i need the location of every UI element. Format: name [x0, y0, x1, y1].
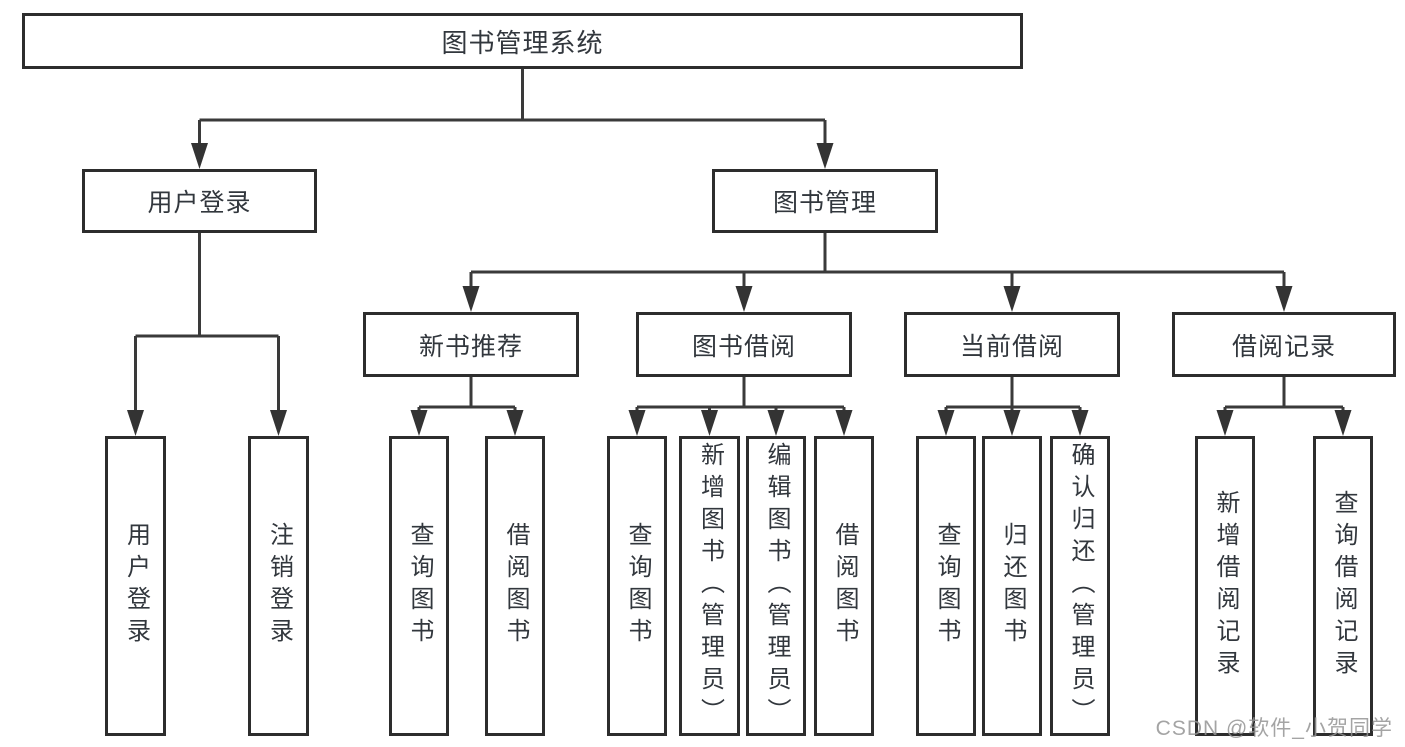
node-library-system-label: 图书管理系统 [441, 27, 604, 58]
leaf-borrow-book-1: 借阅图书 [485, 436, 545, 736]
node-borrow-record-label: 借阅记录 [1231, 332, 1336, 361]
leaf-add-book-admin-label: 新增图书（管理员） [696, 442, 724, 730]
leaf-edit-book-admin: 编辑图书（管理员） [746, 436, 806, 736]
leaf-logout: 注销登录 [248, 436, 309, 736]
connector-root-to-level2 [198, 69, 827, 150]
connector-book-borrow-children [635, 377, 846, 417]
arrowheads [127, 143, 1352, 436]
leaf-borrow-book-1-label: 借阅图书 [502, 522, 529, 650]
node-current-borrow-label: 当前借阅 [959, 332, 1064, 361]
connector-new-rec-children [417, 377, 517, 417]
leaf-borrow-book-2-label: 借阅图书 [831, 522, 858, 650]
node-library-system: 图书管理系统 [22, 13, 1023, 69]
leaf-query-book-3: 查询图书 [916, 436, 976, 736]
leaf-borrow-book-2: 借阅图书 [814, 436, 874, 736]
leaf-confirm-return-admin: 确认归还（管理员） [1050, 436, 1110, 736]
leaf-add-borrow-record: 新增借阅记录 [1195, 436, 1255, 736]
leaf-edit-book-admin-label: 编辑图书（管理员） [763, 442, 790, 730]
node-current-borrow: 当前借阅 [904, 312, 1120, 377]
node-new-book-recommend: 新书推荐 [363, 312, 579, 377]
leaf-query-book-1: 查询图书 [389, 436, 449, 736]
node-book-management-label: 图书管理 [772, 189, 877, 217]
node-book-borrow-label: 图书借阅 [691, 332, 796, 361]
leaf-query-borrow-record: 查询借阅记录 [1313, 436, 1373, 736]
leaf-return-book-label: 归还图书 [999, 522, 1026, 650]
leaf-add-book-admin: 新增图书（管理员） [679, 436, 740, 736]
node-book-management: 图书管理 [712, 169, 938, 233]
leaf-confirm-return-admin-label: 确认归还（管理员） [1067, 442, 1094, 730]
leaf-return-book: 归还图书 [982, 436, 1042, 736]
node-book-borrow: 图书借阅 [636, 312, 852, 377]
node-borrow-record: 借阅记录 [1172, 312, 1396, 377]
watermark-text: CSDN @软件_小贺同学 [1155, 717, 1393, 740]
leaf-user-login: 用户登录 [105, 436, 166, 736]
connector-book-mgmt-children [469, 233, 1286, 293]
connector-user-login-children [134, 233, 280, 417]
leaf-query-book-1-label: 查询图书 [406, 522, 433, 650]
leaf-query-borrow-record-label: 查询借阅记录 [1330, 490, 1357, 682]
leaf-query-book-3-label: 查询图书 [933, 522, 960, 650]
leaf-logout-label: 注销登录 [265, 522, 293, 650]
leaf-query-book-2-label: 查询图书 [624, 522, 651, 650]
leaf-add-borrow-record-label: 新增借阅记录 [1212, 490, 1239, 682]
node-new-book-recommend-label: 新书推荐 [418, 332, 523, 361]
connector-borrow-record-children [1223, 377, 1345, 417]
leaf-user-login-label: 用户登录 [122, 522, 150, 650]
node-user-login: 用户登录 [82, 169, 317, 233]
leaf-query-book-2: 查询图书 [607, 436, 667, 736]
node-user-login-label: 用户登录 [147, 189, 252, 217]
